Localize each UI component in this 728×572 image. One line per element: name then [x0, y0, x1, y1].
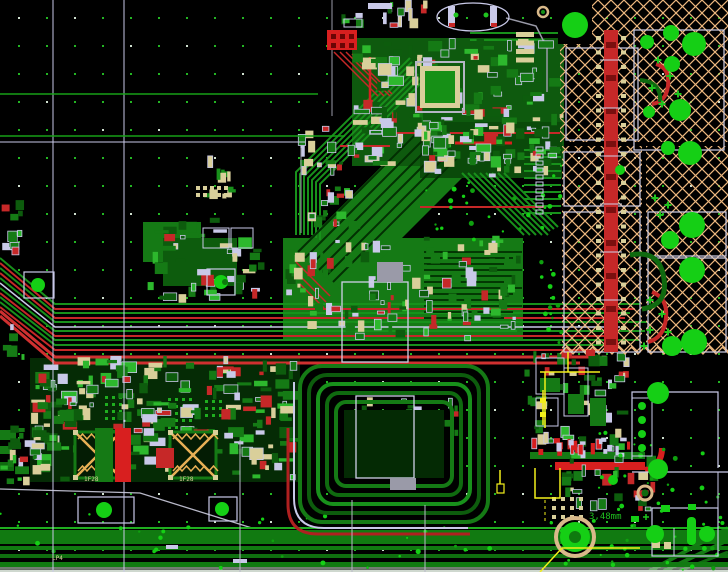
- coil-rings: [286, 364, 490, 536]
- drill-holes: [31, 12, 715, 558]
- hatched-copper-pour: [558, 0, 728, 355]
- keepout-yellow: [496, 352, 640, 572]
- silkscreen-components: [23, 2, 728, 557]
